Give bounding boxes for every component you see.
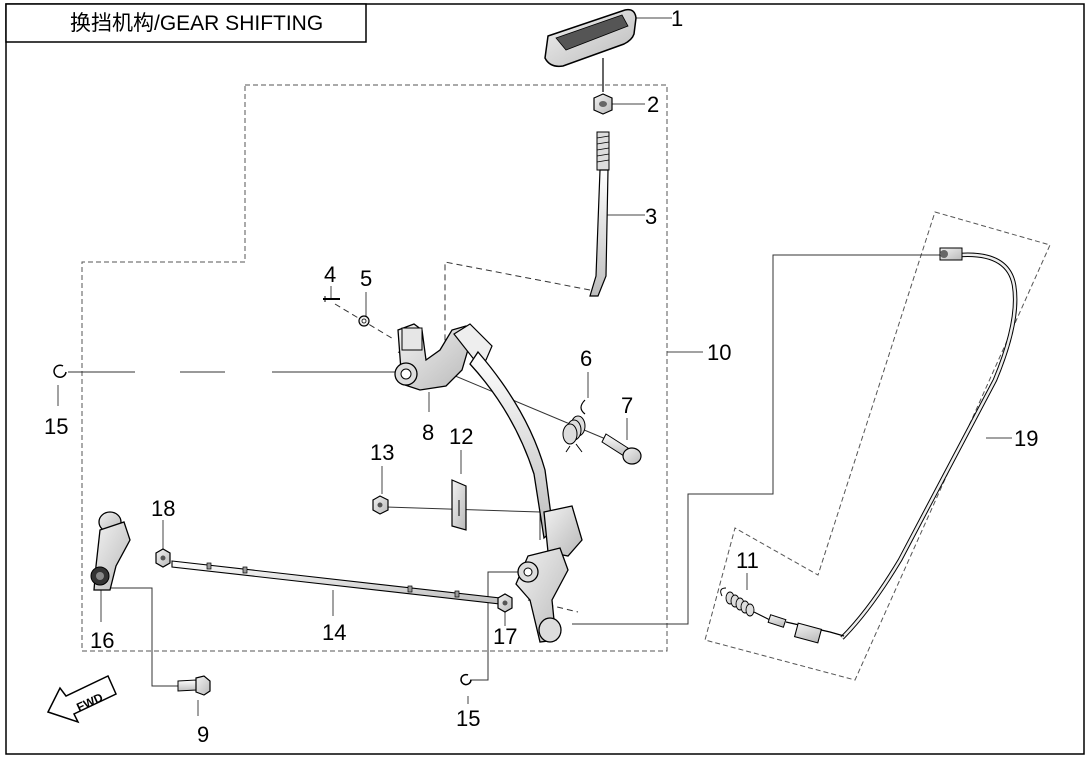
leader-lines (57, 17, 1012, 716)
callout-5: 5 (360, 266, 372, 291)
callouts: 1 2 3 4 5 6 7 8 9 10 11 12 13 14 15 15 1… (44, 6, 1038, 747)
cable-19-boundary (704, 211, 1051, 681)
pedal-rod-part-3 (589, 131, 610, 297)
callout-18: 18 (151, 496, 175, 521)
assembly-10-boundary (81, 84, 668, 652)
fwd-arrow-icon: FWD (46, 674, 117, 724)
callout-17: 17 (493, 624, 517, 649)
shift-rod-part-14 (171, 560, 501, 605)
callout-9: 9 (197, 722, 209, 747)
bolt-part-9 (177, 675, 211, 696)
callout-16: 16 (90, 628, 114, 653)
callout-11: 11 (736, 548, 759, 573)
callout-1: 1 (671, 6, 683, 31)
callout-4: 4 (324, 262, 336, 287)
lever-assembly-part-8 (394, 323, 583, 643)
nut-part-2 (593, 93, 613, 115)
callout-7: 7 (621, 393, 633, 418)
pedal-pad-part-1 (544, 8, 637, 92)
nut-part-13 (372, 495, 389, 515)
clip-plate-part-12 (451, 479, 467, 531)
circlip-part-15b (460, 673, 472, 686)
callout-14: 14 (322, 620, 346, 645)
shift-arm-part-16 (90, 511, 131, 591)
callout-12: 12 (449, 424, 473, 449)
callout-15-left: 15 (44, 414, 68, 439)
spring-part-6 (562, 399, 586, 453)
pin-part-4 (323, 296, 340, 302)
callout-13: 13 (370, 440, 394, 465)
callout-6: 6 (580, 346, 592, 371)
callout-2: 2 (647, 92, 659, 117)
circlip-part-15a (53, 364, 67, 378)
cable-part-19 (785, 247, 1018, 644)
callout-15-bottom: 15 (456, 706, 480, 731)
page-title: 换挡机构/GEAR SHIFTING (70, 12, 323, 35)
title-box: 换挡机构/GEAR SHIFTING (5, 3, 367, 43)
washer-part-5 (358, 315, 370, 327)
callout-19: 19 (1014, 426, 1038, 451)
callout-10: 10 (707, 340, 731, 365)
bolt-part-7 (601, 433, 642, 465)
callout-8: 8 (422, 420, 434, 445)
nut-part-17 (497, 593, 513, 613)
nut-part-18 (155, 548, 171, 568)
callout-3: 3 (645, 204, 657, 229)
spring-part-11 (720, 587, 787, 628)
outer-frame (5, 3, 1085, 755)
connector-lines (68, 254, 940, 687)
